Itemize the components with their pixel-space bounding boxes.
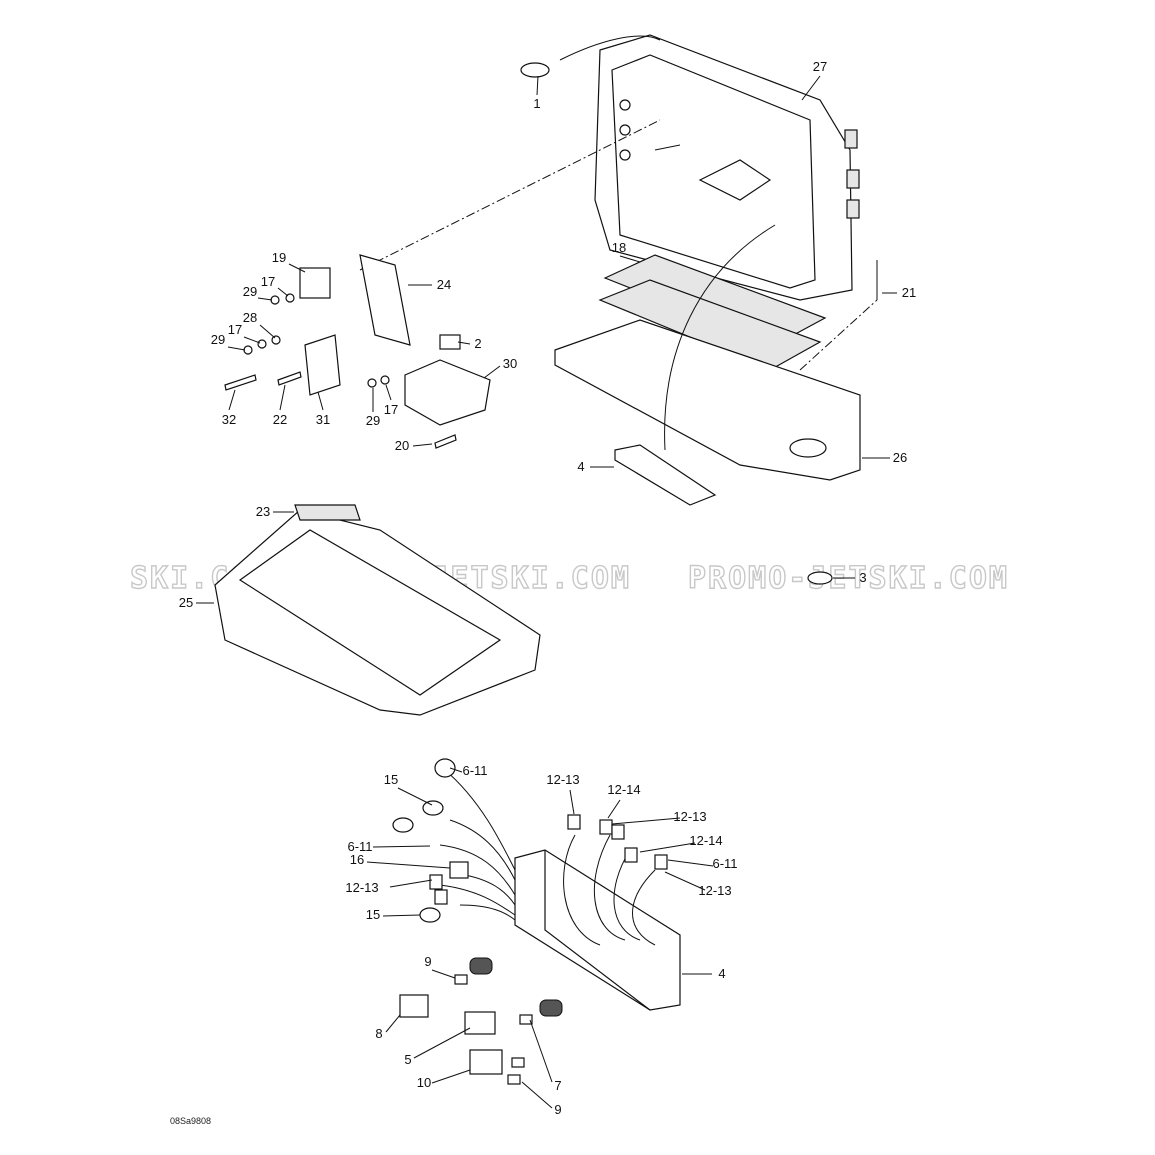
callout-label: 22: [273, 412, 287, 427]
tray-part-26: [554, 319, 861, 481]
leader-line: [483, 365, 501, 379]
leader-line: [611, 817, 681, 825]
callout-label: 27: [813, 59, 827, 74]
callout-label: 16: [350, 852, 364, 867]
leader-line: [385, 1014, 401, 1033]
leader-line: [667, 859, 714, 867]
strap-part-23: [294, 504, 361, 521]
electrical-box-part-27: [559, 34, 860, 301]
callout-label: 10: [417, 1075, 431, 1090]
callout-label: 15: [384, 772, 398, 787]
callout-label: 9: [554, 1102, 561, 1117]
callout-label: 21: [902, 285, 916, 300]
callout-label: 32: [222, 412, 236, 427]
callout-label: 29: [211, 332, 225, 347]
leader-line: [457, 341, 471, 345]
leader-line: [431, 1069, 471, 1084]
callout-label: 20: [395, 438, 409, 453]
callout-label: 12-14: [607, 782, 640, 797]
leader-line: [521, 1081, 553, 1109]
leader-line: [664, 871, 706, 891]
callout-label: 1: [533, 96, 540, 111]
leader-line: [607, 799, 621, 819]
leader-line: [569, 789, 575, 815]
leader-line: [536, 75, 539, 96]
fuses-and-holders: [399, 974, 533, 1085]
callout-label: 29: [243, 284, 257, 299]
solenoid-part-31: [304, 334, 341, 396]
bracket-part-24: [359, 254, 411, 346]
callout-label: 17: [261, 274, 275, 289]
callout-label: 12-13: [698, 883, 731, 898]
leader-line: [259, 324, 276, 339]
callout-label: 17: [384, 402, 398, 417]
leader-line: [431, 969, 456, 979]
callout-label: 24: [437, 277, 451, 292]
callout-label: 8: [375, 1026, 382, 1041]
leader-line: [279, 384, 286, 411]
callout-label: 25: [179, 595, 193, 610]
relay-part-19: [299, 267, 331, 299]
callout-label: 4: [577, 459, 584, 474]
callout-label: 3: [859, 570, 866, 585]
callout-label: 29: [366, 413, 380, 428]
callout-label: 2: [474, 336, 481, 351]
callout-label: 6-11: [462, 763, 487, 778]
callout-label: 12-13: [546, 772, 579, 787]
leader-line: [372, 845, 431, 848]
leader-line: [449, 767, 463, 773]
module-part-4: [614, 444, 717, 506]
component-part-30: [404, 359, 491, 426]
callout-label: 9: [424, 954, 431, 969]
leader-line: [317, 391, 324, 411]
leader-line: [529, 1019, 553, 1083]
callout-label: 19: [272, 250, 286, 265]
cable-tie-part-1: [520, 62, 550, 78]
terminals: [392, 758, 668, 1017]
callout-label: 31: [316, 412, 330, 427]
callout-label: 12-13: [345, 880, 378, 895]
leader-line: [389, 879, 433, 888]
callout-label: 12-13: [673, 809, 706, 824]
callout-label: 5: [404, 1052, 411, 1067]
leader-line: [619, 255, 641, 263]
leader-line: [385, 384, 392, 401]
hardware: [224, 293, 457, 449]
leader-line: [412, 443, 433, 447]
callout-label: 6-11: [712, 856, 737, 871]
spacer-part-2: [439, 334, 461, 350]
callout-label: 12-14: [689, 833, 722, 848]
callout-label: 4: [718, 966, 725, 981]
leader-line: [366, 861, 451, 869]
leader-line: [382, 914, 421, 917]
callout-label: 30: [503, 356, 517, 371]
drawing-code: 08Sa9808: [170, 1116, 211, 1126]
callout-label: 23: [256, 504, 270, 519]
leader-line: [243, 336, 261, 344]
leader-line: [413, 1027, 471, 1059]
leader-line: [257, 297, 273, 301]
leader-line: [228, 389, 236, 411]
leader-line: [397, 787, 433, 806]
callout-label: 28: [243, 310, 257, 325]
callout-label: 18: [612, 240, 626, 255]
callout-label: 17: [228, 322, 242, 337]
leader-line: [227, 346, 246, 351]
callout-label: 15: [366, 907, 380, 922]
cable-tie-part-3: [807, 571, 833, 585]
callout-label: 26: [893, 450, 907, 465]
leader-line: [801, 75, 821, 101]
wires: [439, 769, 656, 946]
leader-line: [639, 842, 696, 853]
callout-label: 6-11: [347, 839, 372, 854]
callout-label: 7: [554, 1078, 561, 1093]
leader-line: [277, 287, 289, 297]
leader-lines: [196, 75, 897, 1109]
leader-line: [288, 263, 306, 273]
